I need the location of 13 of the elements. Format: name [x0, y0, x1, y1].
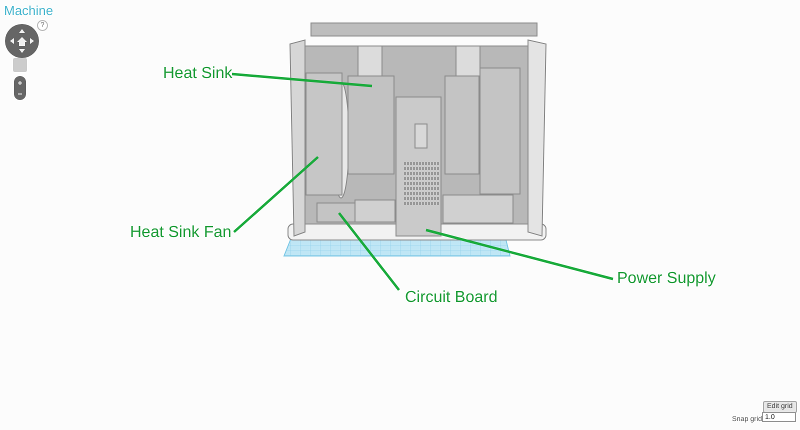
leader-line: [232, 72, 372, 88]
callout-label: Heat Sink Fan: [130, 224, 232, 242]
heat-sink-fan: [480, 68, 520, 194]
callout-label: Circuit Board: [405, 289, 498, 307]
heat-sink: [444, 76, 480, 174]
leader-line: [233, 156, 319, 233]
heat-sink-fan: [306, 72, 342, 196]
leader-line: [426, 228, 614, 280]
page-title: Machine: [4, 3, 54, 18]
callout-label: Heat Sink: [163, 65, 232, 83]
callout-label: Power Supply: [617, 270, 716, 288]
circuit-board: [316, 202, 356, 222]
heat-sink: [348, 76, 394, 174]
